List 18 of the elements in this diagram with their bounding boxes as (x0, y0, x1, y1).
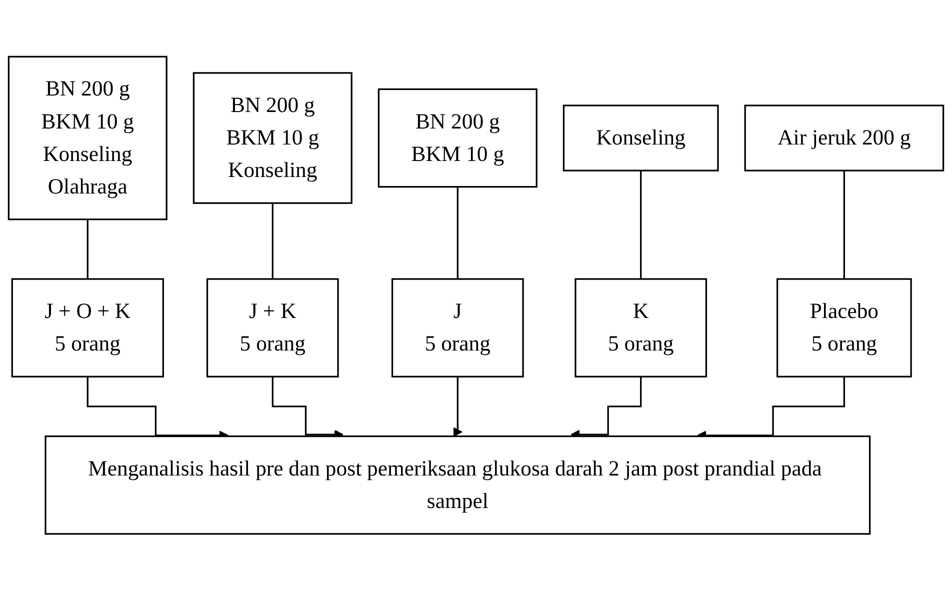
node-box (192, 72, 352, 204)
node-box (562, 104, 719, 172)
node-box (391, 278, 524, 378)
node-box (378, 88, 538, 188)
connector (272, 202, 274, 280)
node-box (11, 278, 164, 378)
connector (86, 218, 88, 280)
node-box (776, 278, 912, 378)
flowchart: BN 200 g BKM 10 g Konseling Olahraga BN 200 g BKM 10 g Konseling BN 200 g BKM 10 g Konseling Air jeruk 200 g J + O + K 5 orang J + K 5 orang J 5 orang K 5 orang Placebo 5 orang Menganalisis hasil pre dan post pemeriksaan glukosa darah 2 jam post prandial pada sampel (0, 48, 952, 542)
node-box (206, 278, 339, 378)
node-box (44, 435, 871, 534)
node-box (8, 56, 168, 220)
node-box (574, 278, 708, 378)
arrow (452, 376, 462, 436)
connector (456, 186, 458, 280)
node-box (744, 104, 944, 172)
connector (640, 169, 642, 280)
connector (843, 169, 845, 280)
